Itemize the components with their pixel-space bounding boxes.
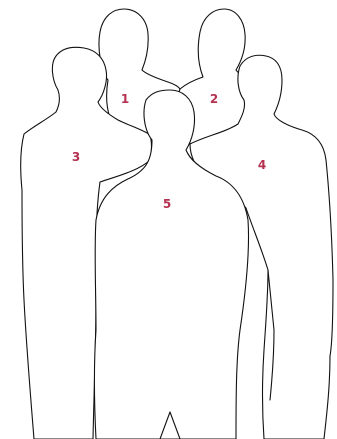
person-4-number: 4 [258, 158, 266, 172]
person-5-number: 5 [163, 197, 171, 211]
person-3-number: 3 [72, 150, 80, 164]
person-2-number: 2 [210, 92, 218, 106]
person-1-number: 1 [121, 92, 129, 106]
